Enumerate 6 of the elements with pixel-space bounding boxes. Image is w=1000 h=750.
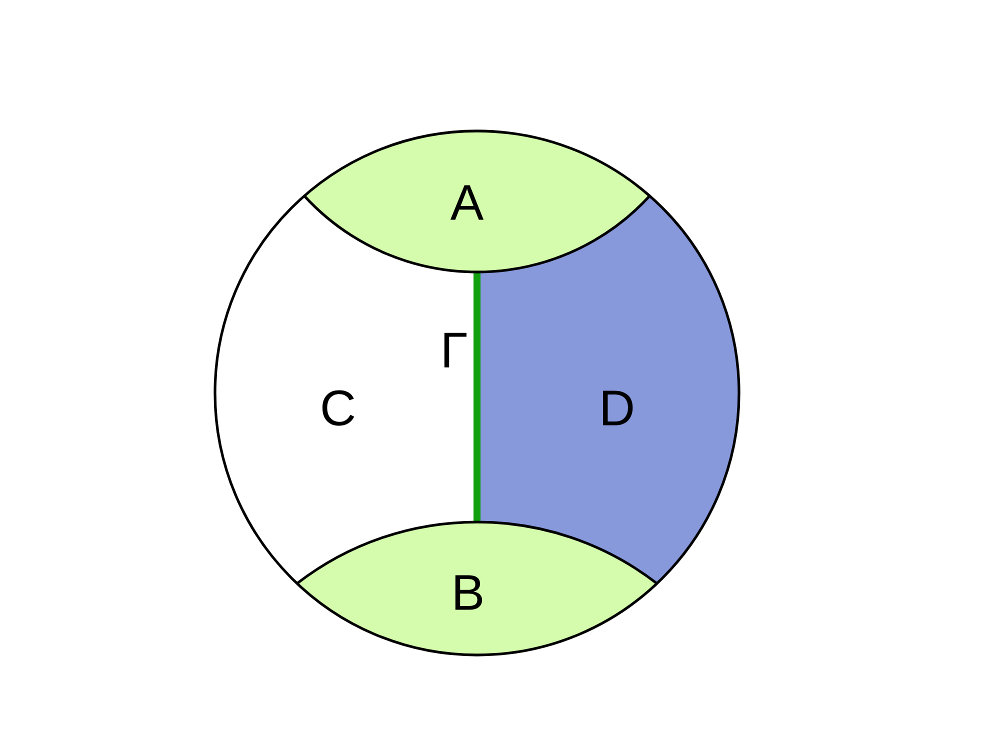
boundary-line <box>474 272 481 522</box>
lens-region: B <box>297 522 657 655</box>
circle-outline <box>214 130 740 656</box>
edge-label: Γ <box>438 331 470 370</box>
lens-region: A <box>304 131 650 272</box>
region-label: C <box>322 390 354 426</box>
